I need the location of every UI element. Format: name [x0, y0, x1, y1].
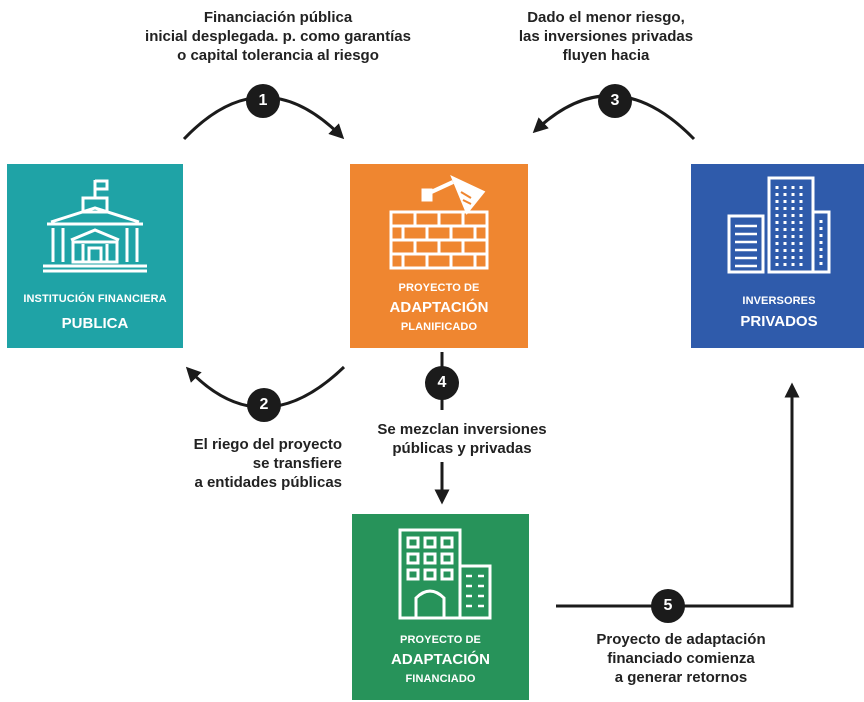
public-institution-big: PUBLICA [61, 315, 129, 332]
step-1-line-2: inicial desplegada. p. como garantías [145, 28, 411, 45]
private-investors-big: PRIVADOS [740, 313, 818, 330]
step-3-line-3: fluyen hacia [562, 47, 650, 64]
planned-project-box: PROYECTO DE ADAPTACIÓN PLANIFICADO [350, 164, 528, 348]
office-building-icon [398, 528, 492, 620]
step-4-number: 4 [425, 366, 459, 400]
step-3-line-2: las inversiones privadas [518, 28, 694, 45]
planned-project-small-top: PROYECTO DE [398, 282, 480, 294]
private-investors-box: INVERSORES PRIVADOS [691, 164, 864, 348]
financed-project-box: PROYECTO DE ADAPTACIÓN FINANCIADO [352, 514, 529, 700]
step-5-line-2: financiado comienza [607, 650, 755, 667]
step-1-number: 1 [246, 84, 280, 118]
planned-project-small-bottom: PLANIFICADO [400, 321, 478, 333]
step-5-label: Proyecto de adaptación financiado comien… [576, 630, 786, 687]
step-5-line-3: a generar retornos [614, 669, 748, 686]
step-2-line-1: El riego del proyecto [193, 436, 342, 453]
step-4-line-2: públicas y privadas [392, 440, 532, 457]
step-2-label: El riego del proyecto se transfiere a en… [150, 435, 342, 492]
public-institution-small: INSTITUCIÓN FINANCIERA [23, 293, 167, 305]
arrow-5 [556, 382, 800, 608]
step-5-number: 5 [651, 589, 685, 623]
financed-project-small-top: PROYECTO DE [400, 634, 481, 646]
step-3-label: Dado el menor riesgo, las inversiones pr… [506, 8, 706, 65]
step-2-number: 2 [247, 388, 281, 422]
step-1-line-1: Financiación pública [203, 9, 353, 26]
skyscrapers-icon [727, 176, 831, 274]
brick-wall-trowel-icon [389, 175, 489, 270]
step-4-line-1: Se mezclan inversiones [377, 421, 547, 438]
public-institution-box: INSTITUCIÓN FINANCIERA PUBLICA [7, 164, 183, 348]
step-2-line-2: se transfiere [252, 455, 342, 472]
step-3-number: 3 [598, 84, 632, 118]
private-investors-small: INVERSORES [742, 295, 816, 307]
step-4-label: Se mezclan inversiones públicas y privad… [362, 420, 562, 458]
planned-project-big: ADAPTACIÓN [389, 299, 489, 316]
step-5-line-1: Proyecto de adaptación [596, 631, 766, 648]
step-2-line-3: a entidades públicas [194, 474, 342, 491]
government-building-icon [43, 179, 147, 273]
step-3-line-1: Dado el menor riesgo, [527, 9, 685, 26]
financed-project-big: ADAPTACIÓN [391, 651, 490, 668]
step-1-label: Financiación pública inicial desplegada.… [128, 8, 428, 65]
step-1-line-3: o capital tolerancia al riesgo [177, 47, 379, 64]
financed-project-small-bottom: FINANCIADO [405, 673, 476, 685]
